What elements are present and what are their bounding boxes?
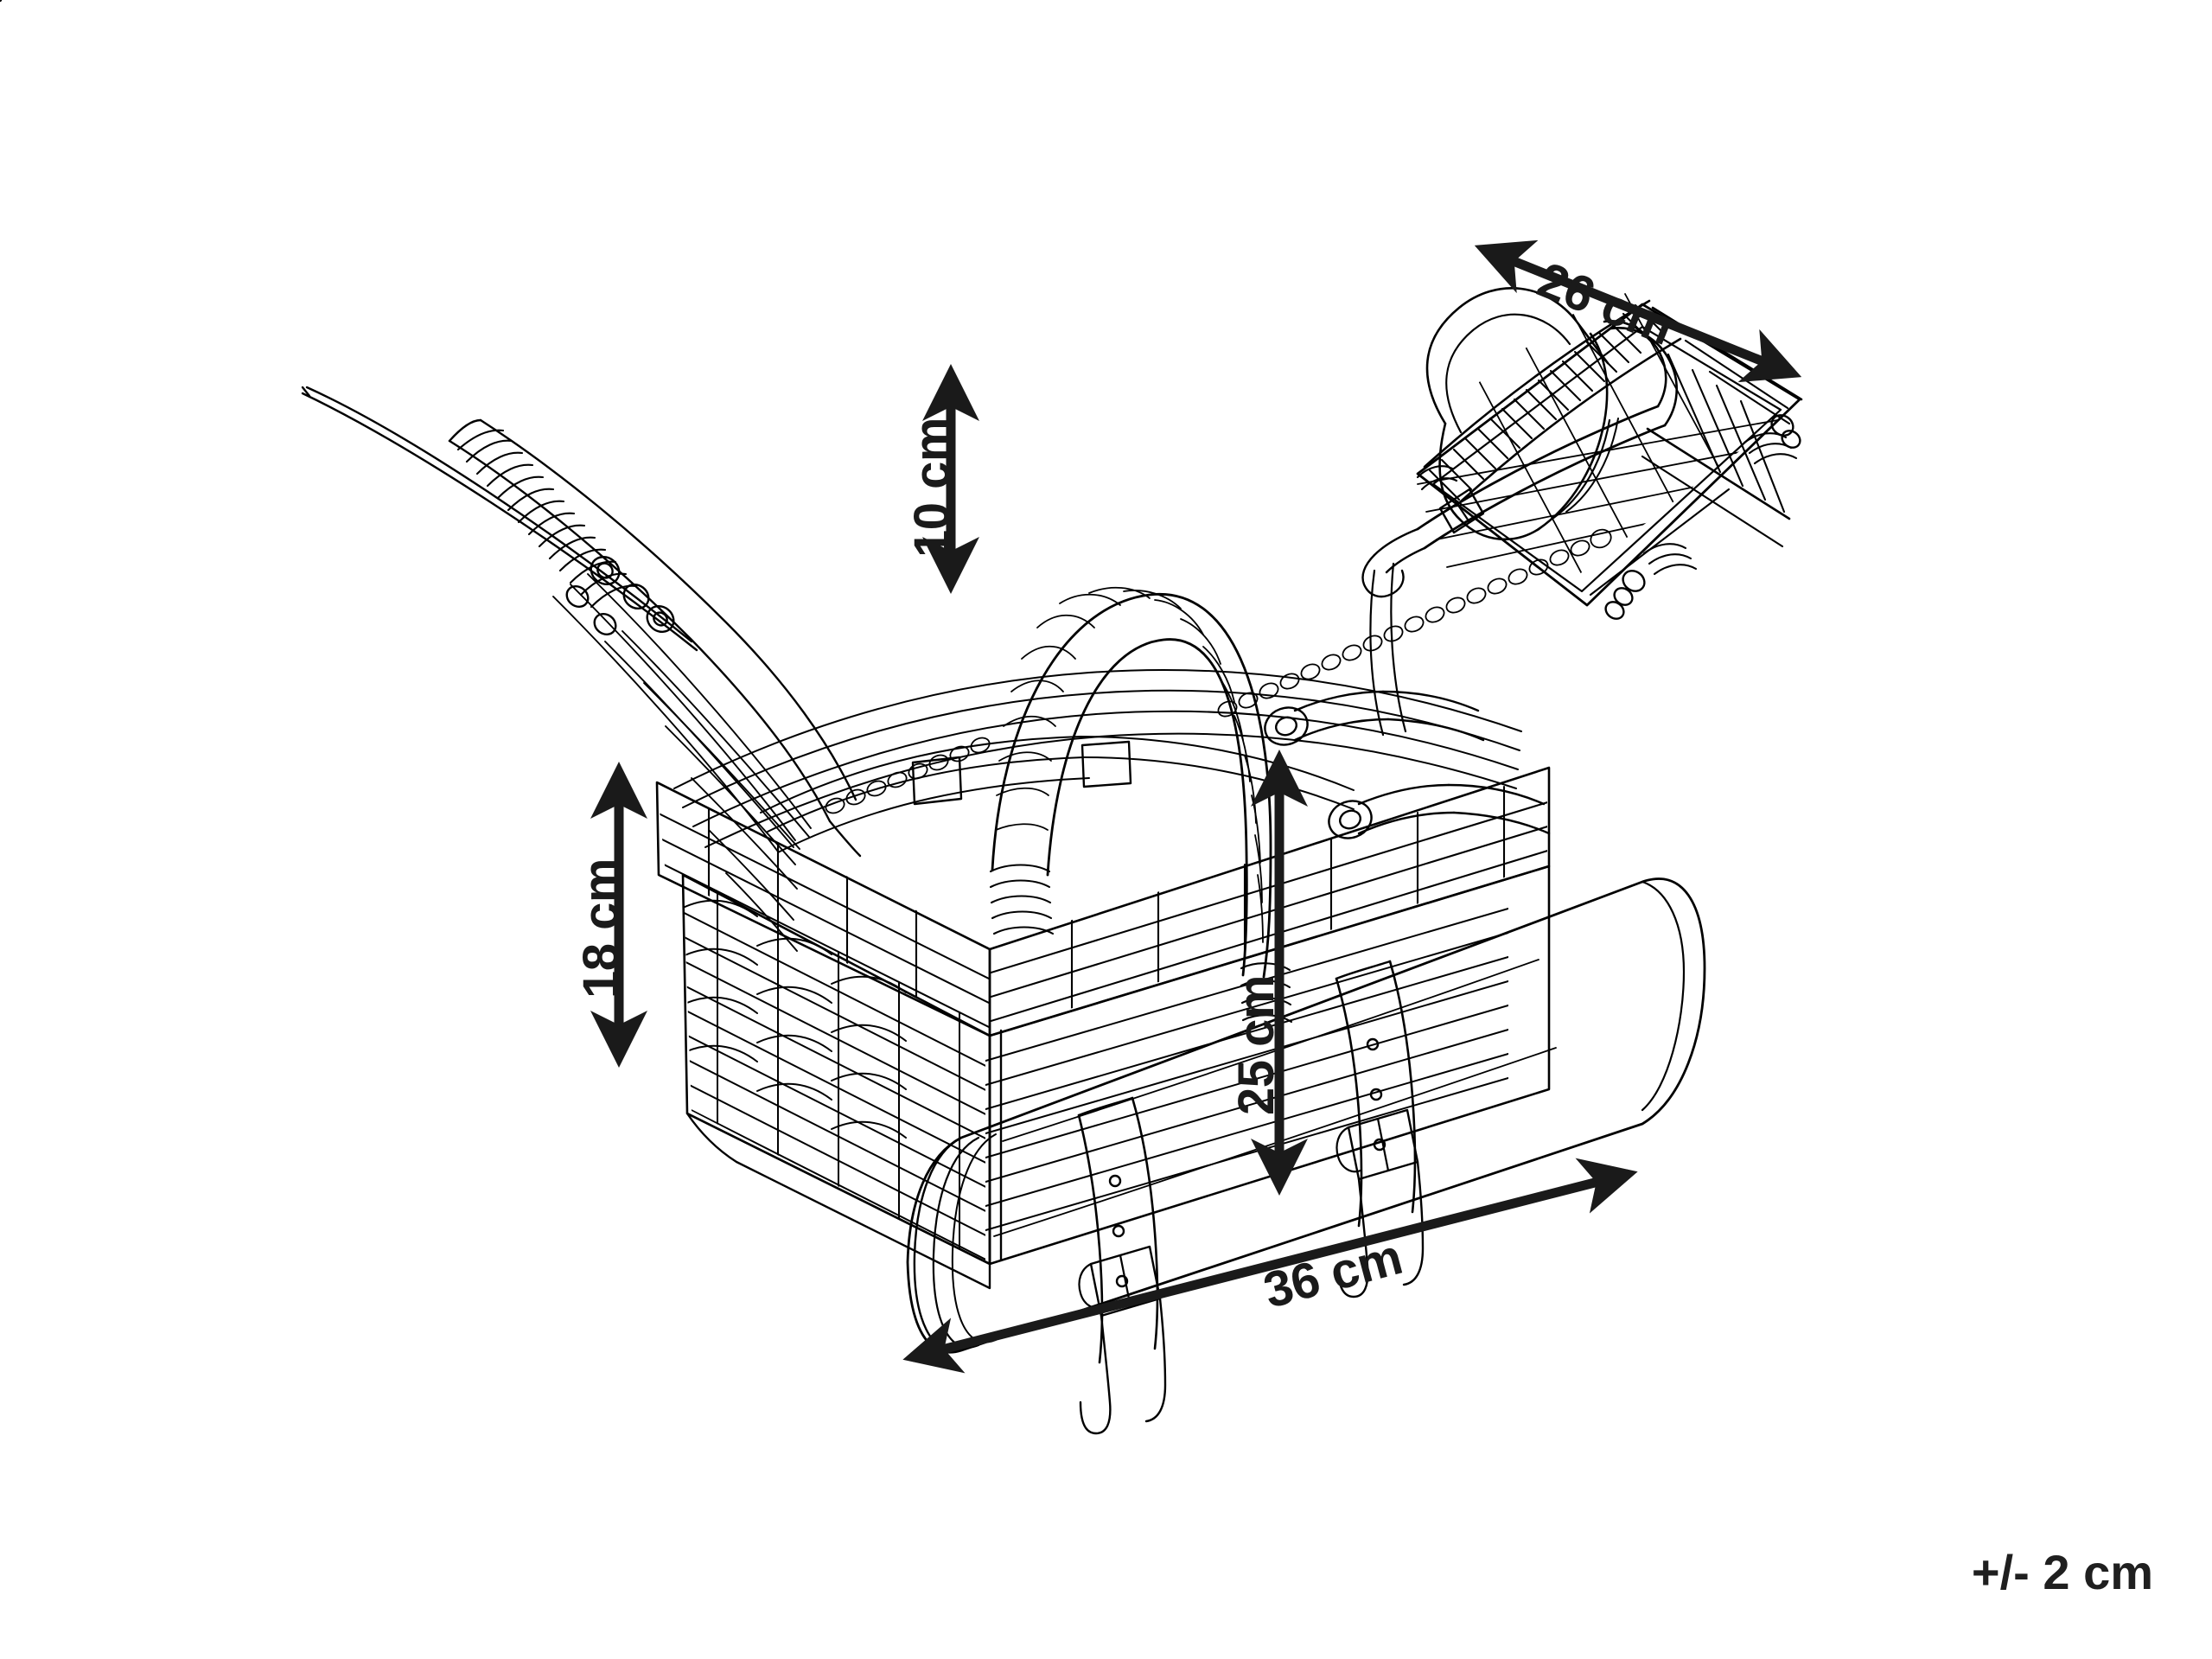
- basket-rim-front: [655, 781, 991, 1037]
- dimension-label-18cm: 18 cm: [573, 858, 629, 999]
- blanket-strap-left: [1077, 1096, 1167, 1435]
- lid-chain-right: [1217, 528, 1612, 718]
- lid-support-arm: [0, 0, 862, 952]
- basket-illustration: [0, 0, 1803, 1435]
- lid-chain-left: [825, 737, 991, 814]
- dimension-label-10cm: 10 cm: [904, 418, 960, 558]
- lid-lashings: [1416, 432, 1798, 576]
- basket-lid: [1416, 293, 1803, 623]
- tolerance-note: +/- 2 cm: [1971, 1545, 2153, 1599]
- dimension-arrow-26cm: [1474, 239, 1802, 383]
- rim-weave-top: [673, 668, 1522, 848]
- basket-handle: [989, 586, 1293, 1024]
- dimension-label-25cm: 25 cm: [1228, 975, 1284, 1115]
- wicker-stalk: [301, 386, 698, 652]
- rim-tabs: [911, 740, 1132, 806]
- basket-body-front: [681, 873, 991, 1290]
- lid-side-rail: [1589, 306, 1803, 597]
- lid-strapped-items: [1361, 287, 1678, 737]
- lid-hinge-straps: [1264, 690, 1551, 839]
- dimension-arrows: [590, 239, 1802, 1374]
- dimension-arrow-36cm: [902, 1158, 1638, 1374]
